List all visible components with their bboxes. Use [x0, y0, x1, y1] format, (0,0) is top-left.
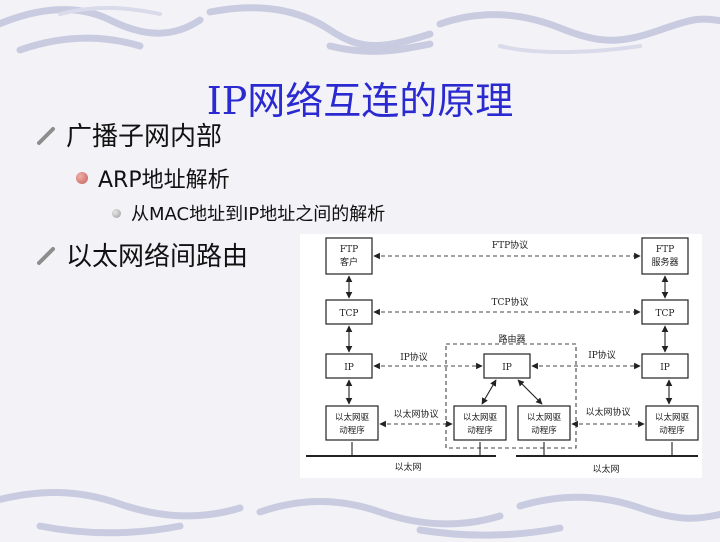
- tcp-left-label: TCP: [340, 309, 359, 319]
- eth-driver-router-right-line1: 以太网驱: [527, 412, 562, 423]
- bullet-mac-ip: 从MAC地址到IP地址之间的解析: [112, 200, 385, 226]
- tcp-left-box: [325, 299, 373, 325]
- eth-driver-left-box: [325, 405, 379, 441]
- eth-protocol-right-label: 以太网协议: [585, 406, 630, 418]
- ftp-server-label-line1: FTP: [656, 245, 674, 255]
- bullet-dot-icon: [76, 172, 88, 184]
- ftp-server-label-line2: 服务器: [651, 256, 678, 268]
- ip-protocol-right-label: IP协议: [588, 349, 616, 361]
- eth-driver-router-left-line2: 动程序: [467, 425, 493, 436]
- ethernet-left-label: 以太网: [394, 461, 421, 473]
- bullet-arp: ARP地址解析: [76, 162, 230, 194]
- ftp-protocol-label: FTP协议: [492, 239, 528, 251]
- bullet-ethernet-routing: 以太网络间路由: [36, 236, 248, 273]
- eth-driver-right-line1: 以太网驱: [655, 412, 690, 423]
- ip-protocol-left-label: IP协议: [400, 351, 428, 363]
- bullet-broadcast-subnet: 广播子网内部: [36, 116, 222, 153]
- tcp-protocol-label: TCP协议: [492, 296, 529, 308]
- ip-router-box: [483, 353, 531, 379]
- ftp-server-box: [641, 237, 689, 275]
- ip-left-box: [325, 353, 373, 379]
- eth-driver-router-left-box: [453, 405, 507, 441]
- ip-left-label: IP: [344, 363, 354, 373]
- network-diagram: FTP 客户 FTP 服务器 TCP TCP IP IP IP 路由器 FTP协…: [300, 234, 702, 478]
- eth-driver-right-line2: 动程序: [659, 425, 685, 436]
- ip-right-label: IP: [660, 363, 670, 373]
- bullet-text: 从MAC地址到IP地址之间的解析: [131, 204, 386, 225]
- ip-right-box: [641, 353, 689, 379]
- eth-driver-left-line1: 以太网驱: [335, 412, 370, 423]
- bullet-text: 广播子网内部: [66, 122, 223, 152]
- bullet-stroke-icon: [37, 126, 55, 145]
- ftp-client-label-line2: 客户: [340, 256, 358, 268]
- bullet-text: 以太网络间路由: [66, 242, 249, 272]
- eth-driver-right-box: [645, 405, 699, 441]
- eth-driver-router-right-line2: 动程序: [531, 425, 557, 436]
- ip-router-label: IP: [502, 363, 512, 373]
- eth-driver-labels: 以太网驱 动程序 以太网驱 动程序 以太网驱 动程序 以太网驱 动程序: [335, 412, 690, 436]
- tcp-right-label: TCP: [656, 309, 675, 319]
- bullet-text: ARP地址解析: [98, 168, 230, 193]
- network-diagram-svg: FTP 客户 FTP 服务器 TCP TCP IP IP IP 路由器 FTP协…: [306, 237, 699, 475]
- slide-title: IP网络互连的原理: [206, 79, 514, 123]
- bullet-dot-icon: [112, 208, 121, 218]
- eth-driver-router-left-line1: 以太网驱: [463, 412, 498, 423]
- ftp-client-label-line1: FTP: [340, 245, 358, 255]
- router-label: 路由器: [498, 333, 525, 345]
- ftp-client-box: [325, 237, 373, 275]
- eth-driver-router-right-box: [517, 405, 571, 441]
- tcp-right-box: [641, 299, 689, 325]
- decorative-swoosh-top: [0, 4, 720, 55]
- eth-driver-left-line2: 动程序: [339, 425, 365, 436]
- eth-protocol-left-label: 以太网协议: [393, 408, 438, 420]
- bullet-stroke-icon: [37, 246, 55, 265]
- ethernet-right-label: 以太网: [592, 463, 619, 475]
- router-boundary: [445, 343, 577, 449]
- decorative-swoosh-bottom: [0, 489, 720, 539]
